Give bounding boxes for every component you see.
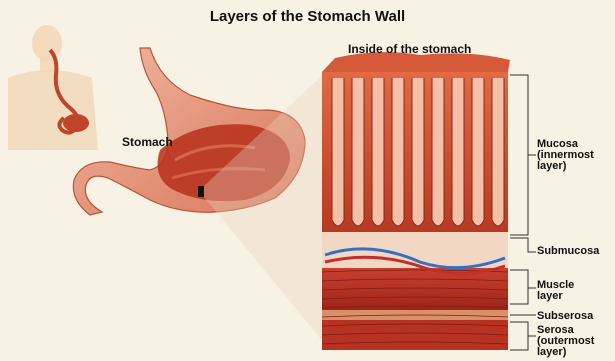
torso-illustration [8,25,98,150]
gastric-pit [352,78,364,226]
gastric-pit [392,78,404,226]
subserosa-label: Subserosa [537,311,593,322]
gastric-pit [372,78,384,226]
diagram-title: Layers of the Stomach Wall [0,8,615,25]
gastric-pit [412,78,424,226]
stomach-label: Stomach [122,135,173,149]
gastric-pit [432,78,444,226]
serosa-label: Serosa (outermost layer) [537,325,594,358]
muscle-layer-label: Muscle layer [537,280,574,302]
gastric-pit [472,78,484,226]
submucosa-label: Submucosa [537,246,599,257]
gastric-pit [452,78,464,226]
gastric-pits [332,78,504,226]
gastric-pit [332,78,344,226]
gastric-pit [492,78,504,226]
stomach-illustration [73,48,330,350]
inside-stomach-label: Inside of the stomach [348,42,471,56]
layer-brackets [510,75,536,350]
mucosa-label: Mucosa (innermost layer) [537,139,594,172]
